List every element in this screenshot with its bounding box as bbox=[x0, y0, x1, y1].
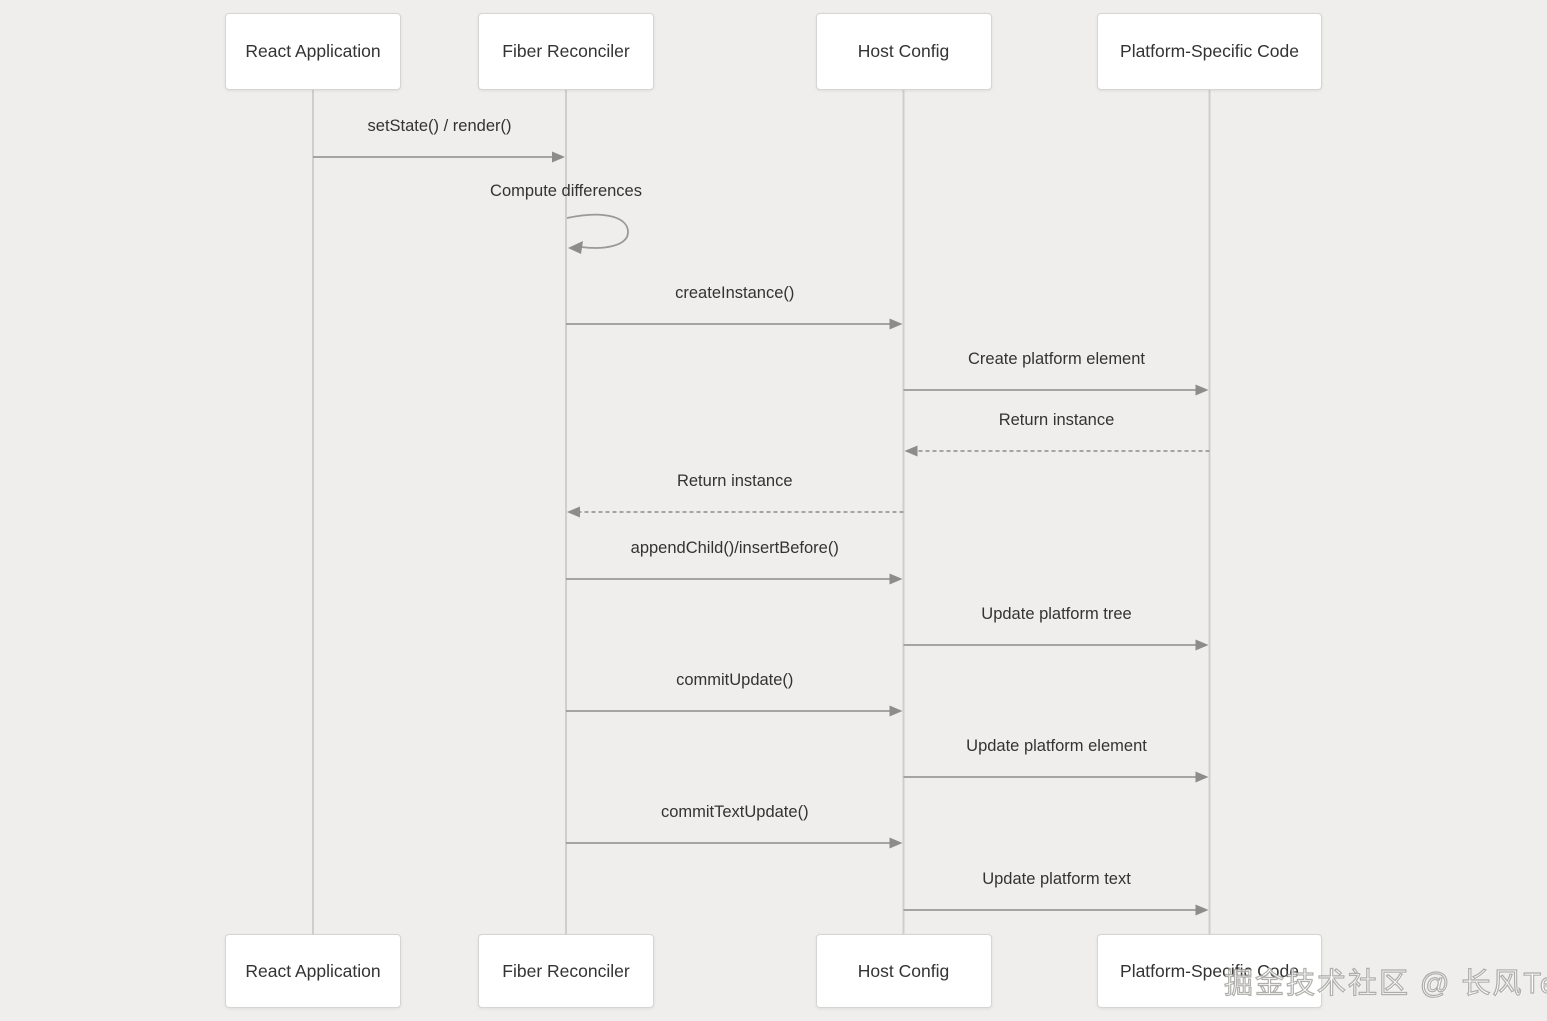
participant-fiber-reconciler-top: Fiber Reconciler bbox=[478, 13, 654, 90]
message-arrowhead bbox=[1195, 904, 1209, 916]
message-label: Update platform text bbox=[982, 870, 1131, 888]
participant-host-config-bottom: Host Config bbox=[815, 934, 992, 1008]
message-arrowhead bbox=[889, 573, 903, 585]
participant-platform-specific-code-top: Platform-Specific Code bbox=[1097, 13, 1322, 90]
message-label: Compute differences bbox=[490, 182, 642, 200]
message-label: commitUpdate() bbox=[676, 671, 794, 689]
message-arrowhead bbox=[567, 506, 580, 518]
message-arrowhead bbox=[1195, 771, 1209, 783]
self-loop bbox=[566, 213, 629, 249]
message-arrowhead bbox=[889, 318, 903, 330]
participant-label: Fiber Reconciler bbox=[502, 41, 630, 61]
message-label: Update platform element bbox=[966, 737, 1147, 755]
self-loop-arrowhead bbox=[568, 241, 583, 254]
message-arrowhead bbox=[889, 837, 903, 849]
participant-label: Platform-Specific Code bbox=[1120, 41, 1299, 61]
message-arrowhead bbox=[552, 151, 565, 163]
participant-label: Host Config bbox=[857, 41, 950, 61]
participant-fiber-reconciler-bottom: Fiber Reconciler bbox=[478, 934, 654, 1008]
message-label: appendChild()/insertBefore() bbox=[630, 539, 839, 557]
message-label: Update platform tree bbox=[981, 605, 1132, 623]
participant-react-application-top: React Application bbox=[225, 13, 401, 90]
message-label: createInstance() bbox=[675, 284, 795, 302]
message-label: Return instance bbox=[998, 411, 1115, 429]
participant-label: React Application bbox=[245, 960, 381, 981]
message-label: Create platform element bbox=[968, 350, 1145, 368]
message-label: Return instance bbox=[676, 472, 793, 490]
participant-label: Fiber Reconciler bbox=[502, 960, 630, 981]
message-label: commitTextUpdate() bbox=[660, 803, 809, 821]
message-arrowhead bbox=[1195, 639, 1209, 651]
participant-react-application-bottom: React Application bbox=[225, 934, 401, 1008]
participant-host-config-top: Host Config bbox=[815, 13, 992, 90]
participant-label: Host Config bbox=[857, 960, 950, 981]
participant-platform-specific-code-bottom: Platform-Specific Code bbox=[1097, 934, 1322, 1008]
message-arrowhead bbox=[904, 445, 918, 457]
message-label: setState() / render() bbox=[367, 117, 512, 135]
message-arrowhead bbox=[889, 705, 903, 717]
message-arrowhead bbox=[1195, 384, 1209, 396]
participant-label: Platform-Specific Code bbox=[1120, 960, 1299, 981]
participant-label: React Application bbox=[245, 41, 381, 61]
